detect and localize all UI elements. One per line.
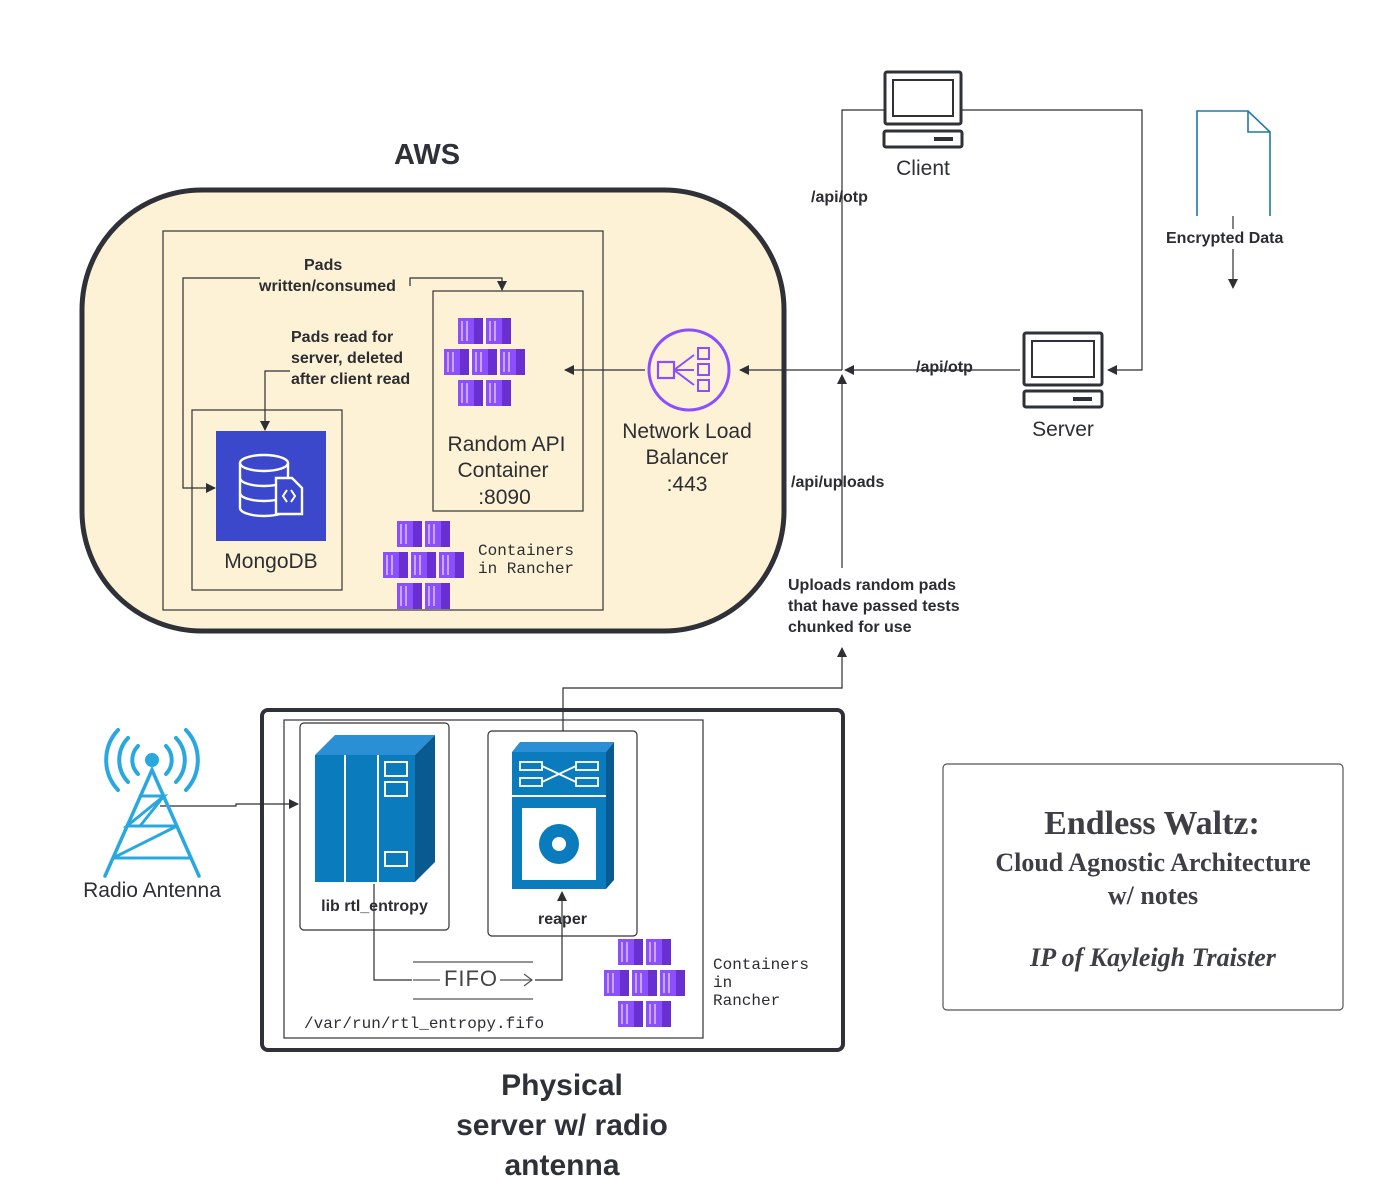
encrypted-data-label: Encrypted Data bbox=[1166, 229, 1284, 249]
credit-label: IP of Kayleigh Traister bbox=[1030, 943, 1276, 972]
aws-label: AWS bbox=[394, 139, 461, 171]
mongodb-icon bbox=[216, 431, 326, 541]
reaper-label: reaper bbox=[538, 911, 587, 928]
physical-label-1: Physical bbox=[501, 1069, 623, 1102]
physical-label-2: server w/ radio bbox=[456, 1109, 668, 1142]
mongodb-box bbox=[191, 409, 343, 591]
nlb-label-3: :443 bbox=[666, 473, 708, 496]
mongodb-label: MongoDB bbox=[224, 550, 318, 573]
api-otp-client-label: /api/otp bbox=[811, 189, 868, 206]
client-computer-icon bbox=[882, 70, 964, 149]
client-to-nlb-line bbox=[841, 109, 884, 370]
physical-rancher-label-2: in bbox=[713, 974, 733, 992]
server-label: Server bbox=[1032, 418, 1094, 441]
pads-read-label-3: after client read bbox=[291, 371, 411, 388]
physical-rancher-box bbox=[283, 719, 704, 1039]
nlb-label-1: Network Load bbox=[622, 420, 752, 443]
uploads-note-1: Uploads random pads bbox=[788, 577, 957, 594]
api-container-box bbox=[432, 290, 584, 512]
aws-rancher-label-1: Containers bbox=[478, 542, 575, 560]
client-to-server-arrow bbox=[962, 109, 1143, 375]
pads-written-arrow bbox=[409, 277, 507, 291]
uploads-note-3: chunked for use bbox=[788, 619, 912, 636]
reaper-upload-arrow bbox=[562, 647, 847, 731]
subtitle-label-1: Cloud Agnostic Architecture bbox=[995, 848, 1311, 877]
client-label: Client bbox=[896, 157, 950, 180]
fifo-label: FIFO bbox=[443, 966, 499, 991]
title-block-box bbox=[942, 763, 1344, 1011]
physical-label-3: antenna bbox=[504, 1149, 620, 1182]
pads-written-label-1: Pads bbox=[304, 257, 343, 274]
pads-consumed-arrow bbox=[182, 277, 260, 493]
api-otp-server-label: /api/otp bbox=[916, 359, 973, 376]
fifo-pipe bbox=[413, 961, 533, 1000]
uploads-note-2: that have passed tests bbox=[788, 598, 960, 615]
load-balancer-icon bbox=[647, 328, 731, 412]
fifo-to-reaper-arrow bbox=[535, 891, 567, 981]
document-icon bbox=[1196, 110, 1271, 216]
title-label: Endless Waltz: bbox=[1044, 805, 1260, 842]
rancher-cluster-box bbox=[162, 230, 604, 611]
subtitle-label-2: w/ notes bbox=[1107, 881, 1199, 910]
pads-read-label-1: Pads read for bbox=[291, 329, 394, 346]
rtl-to-fifo-line bbox=[373, 884, 412, 981]
nlb-label-2: Balancer bbox=[645, 446, 729, 469]
api-label-1: Random API bbox=[447, 433, 566, 456]
physical-rancher-label-1: Containers bbox=[713, 956, 810, 974]
rtl-entropy-label: lib rtl_entropy bbox=[321, 898, 428, 915]
api-uploads-label: /api/uploads bbox=[791, 474, 885, 491]
radio-tower-icon bbox=[103, 728, 201, 878]
radio-antenna-label: Radio Antenna bbox=[83, 879, 221, 902]
connectors bbox=[160, 109, 1238, 981]
api-label-3: :8090 bbox=[478, 486, 531, 509]
storage-appliance-icon bbox=[512, 742, 614, 889]
aws-rancher-label-2: in Rancher bbox=[478, 560, 575, 578]
pads-read-arrow bbox=[260, 370, 290, 431]
antenna-to-rtl-arrow bbox=[160, 799, 299, 809]
api-label-2: Container bbox=[457, 459, 549, 482]
pads-written-label-2: written/consumed bbox=[259, 278, 396, 295]
server-rack-icon bbox=[315, 735, 435, 882]
physical-rancher-label-3: Rancher bbox=[713, 992, 781, 1010]
fifo-path-label: /var/run/rtl_entropy.fifo bbox=[304, 1015, 545, 1033]
pads-read-label-2: server, deleted bbox=[291, 350, 404, 367]
server-computer-icon bbox=[1022, 331, 1104, 409]
